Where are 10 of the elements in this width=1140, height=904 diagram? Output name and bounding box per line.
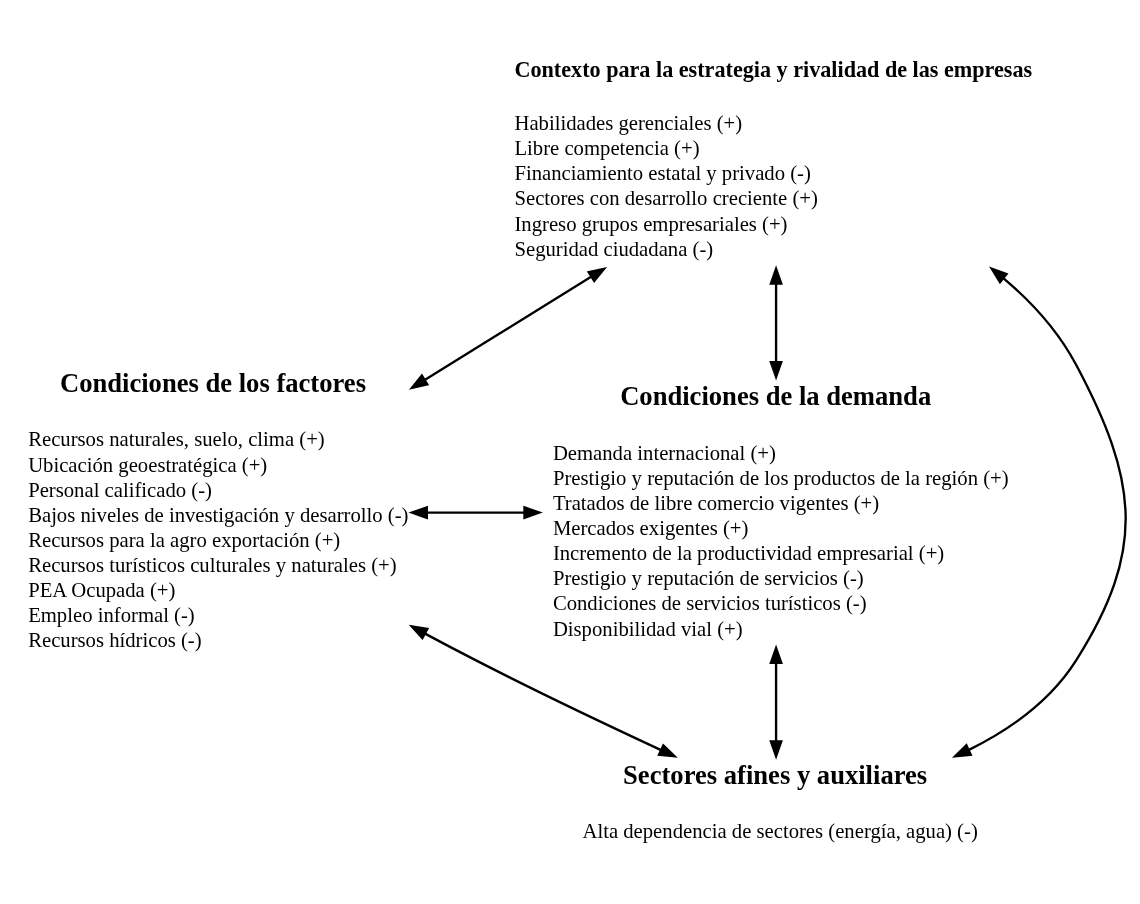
arrow bbox=[408, 505, 543, 520]
arrow bbox=[951, 266, 1127, 758]
arrow bbox=[769, 644, 783, 760]
node-text: Contexto para la estrategia y rivalidad de las empresas Habilidades gerenciales (+) Libre competencia (+) Financiamiento estatal y privado (-) Sectores con desarrollo creciente (+) Ingreso grupos empresariales (+) Seguridad ciudadana (-) bbox=[514, 56, 1033, 260]
node-text: Condiciones de la demanda Demanda internacional (+) Prestigio y reputación de los productos de la región (+) Tratados de libre comercio vigentes (+) Mercados exigentes (+) Incremento de la productividad empresarial (+) Prestigio y reputación de servicios (-) Condiciones de servicios turísticos (-) Disponibilidad vial (+) bbox=[552, 381, 1009, 640]
node-text: Condiciones de los factores Recursos naturales, suelo, clima (+) Ubicación geoestratégica (+) Personal calificado (-) Bajos niveles de investigación y desarrollo (-) Recursos para la agro exportación (+) Recursos turísticos culturales y naturales (+) PEA Ocupada (+) Empleo informal (-) Recursos hídricos (-) bbox=[28, 367, 409, 652]
node-text: Sectores afines y auxiliares Alta dependencia de sectores (energía, agua) (-) bbox=[582, 759, 978, 843]
arrow bbox=[769, 265, 783, 381]
arrow bbox=[409, 266, 608, 390]
arrow bbox=[408, 624, 678, 758]
